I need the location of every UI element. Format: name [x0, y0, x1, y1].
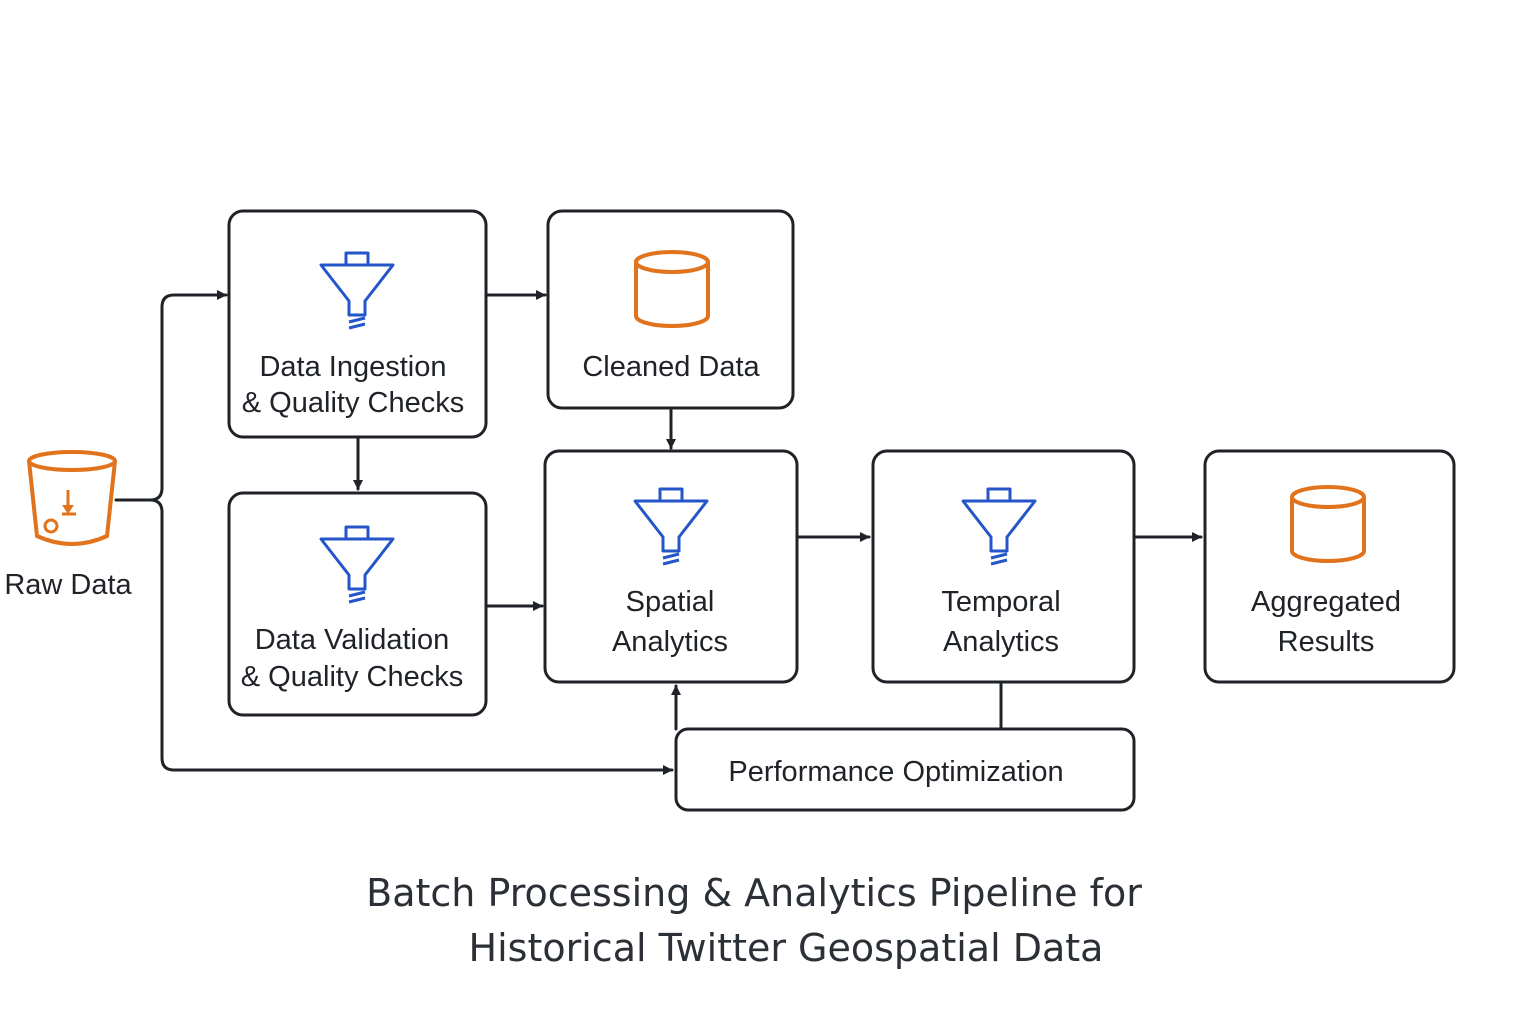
- edge-raw-to-ingestion: [114, 290, 228, 502]
- validation-label-line1: Data Validation: [255, 624, 450, 656]
- aggregated-label-line2: Results: [1278, 626, 1375, 658]
- node-data-ingestion: Data Ingestion & Quality Checks: [227, 209, 488, 439]
- spatial-label-line2: Analytics: [612, 626, 728, 658]
- database-icon: [634, 250, 710, 328]
- bucket-icon: [27, 450, 117, 546]
- temporal-label-line2: Analytics: [943, 626, 1059, 658]
- aggregated-label-line1: Aggregated: [1251, 586, 1401, 618]
- ingestion-label-line2: & Quality Checks: [242, 387, 464, 419]
- node-performance-optimization: Performance Optimization: [674, 727, 1136, 812]
- validation-label-line2: & Quality Checks: [241, 661, 463, 693]
- node-data-validation: Data Validation & Quality Checks: [227, 491, 488, 717]
- node-spatial-analytics: Spatial Analytics: [543, 449, 799, 684]
- title-line2: Historical Twitter Geospatial Data: [469, 926, 1104, 970]
- node-aggregated-results: Aggregated Results: [1203, 449, 1456, 684]
- temporal-label-line1: Temporal: [941, 586, 1060, 618]
- node-temporal-analytics: Temporal Analytics: [871, 449, 1136, 684]
- performance-label: Performance Optimization: [728, 756, 1063, 788]
- node-raw-data: Raw Data: [4, 450, 133, 601]
- edge-raw-to-performance: [148, 498, 674, 775]
- diagram-title: Batch Processing & Analytics Pipeline fo…: [366, 871, 1142, 970]
- database-icon: [1290, 485, 1366, 563]
- raw-data-label: Raw Data: [4, 569, 132, 601]
- node-cleaned-data: Cleaned Data: [546, 209, 795, 410]
- title-line1: Batch Processing & Analytics Pipeline fo…: [366, 871, 1142, 915]
- cleaned-data-label: Cleaned Data: [582, 351, 760, 383]
- spatial-label-line1: Spatial: [626, 586, 715, 618]
- ingestion-label-line1: Data Ingestion: [259, 351, 446, 383]
- edges: [114, 290, 1203, 775]
